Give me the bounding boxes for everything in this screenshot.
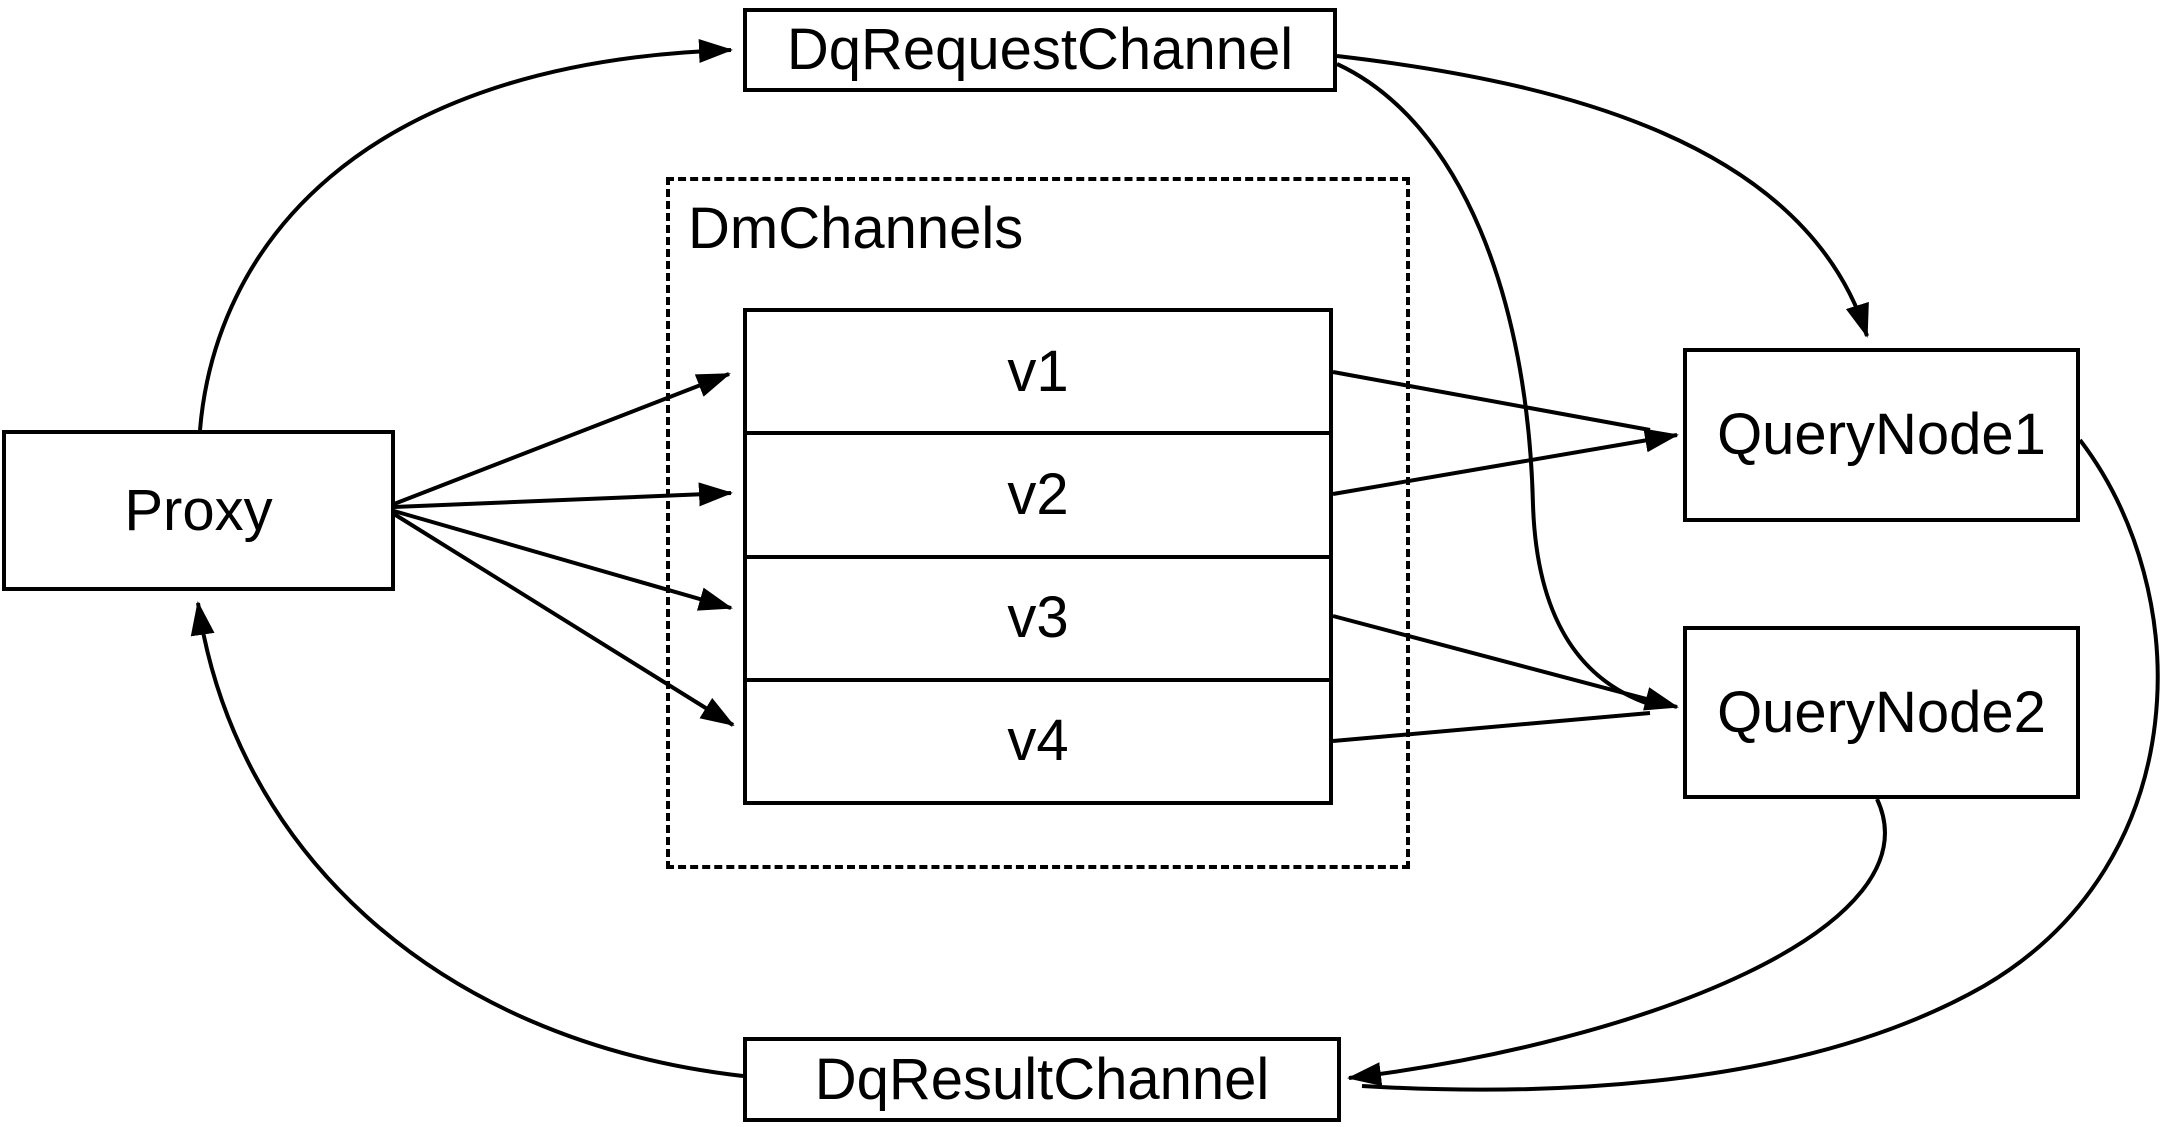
edge-proxy-to-channel_v2 [393, 482, 733, 509]
node-proxy: Proxy [2, 430, 395, 591]
edge-dq_request_channel-to-query_node_1 [1336, 54, 1869, 338]
edge-query_node_2-to-dq_result_channel [1347, 798, 1887, 1087]
edge-channel_v4-to-query_node_2 [1332, 711, 1651, 743]
edge-query_node_1-to-dq_result_channel [1361, 438, 2160, 1092]
node-query-node-2: QueryNode2 [1683, 626, 2080, 799]
edge-channel_v2-to-query_node_1 [1332, 428, 1679, 496]
channel-v3-label: v3 [1007, 585, 1069, 651]
edge-proxy-to-channel_v4 [392, 512, 735, 727]
query-node-2-label: QueryNode2 [1717, 679, 2046, 745]
edge-proxy-to-channel_v3 [393, 509, 733, 611]
channel-row-v4: v4 [747, 677, 1329, 801]
dm-channels-label: DmChannels [688, 196, 1024, 261]
node-query-node-1: QueryNode1 [1683, 348, 2080, 522]
node-dq-result-channel: DqResultChannel [743, 1037, 1341, 1122]
channel-stack: v1 v2 v3 v4 [743, 308, 1333, 805]
edge-proxy-to-dq_request_channel [198, 39, 733, 431]
dq-result-channel-label: DqResultChannel [814, 1046, 1270, 1112]
edge-channel_v1-to-query_node_1 [1332, 370, 1651, 432]
edge-group [190, 39, 2160, 1092]
channel-row-v3: v3 [747, 554, 1329, 678]
channel-v4-label: v4 [1007, 708, 1069, 774]
query-node-1-label: QueryNode1 [1717, 402, 2046, 467]
edge-dq_request_channel-to-query_node_2 [1336, 62, 1650, 706]
node-dq-request-channel: DqRequestChannel [743, 8, 1337, 92]
group-dm-channels: DmChannels [666, 177, 1410, 869]
channel-row-v2: v2 [747, 431, 1329, 554]
channel-v2-label: v2 [1007, 461, 1069, 527]
dq-request-channel-label: DqRequestChannel [786, 17, 1294, 82]
edge-dq_result_channel-to-proxy [190, 601, 744, 1078]
channel-v1-label: v1 [1007, 338, 1069, 404]
channel-row-v1: v1 [747, 312, 1329, 431]
proxy-label: Proxy [124, 477, 273, 543]
edge-proxy-to-channel_v1 [393, 372, 731, 506]
